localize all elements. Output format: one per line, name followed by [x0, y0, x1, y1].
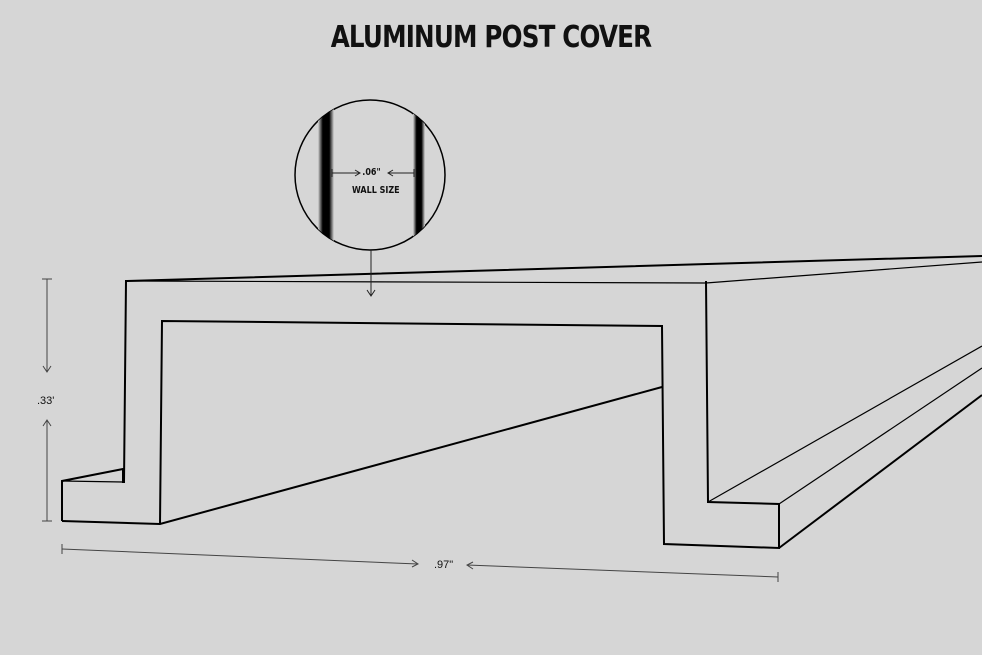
height-dimension-label: .33': [37, 395, 55, 407]
wall-dimension-label: .06": [362, 167, 381, 178]
dimension-lines: [42, 278, 779, 582]
width-dimension-label: .97": [434, 559, 454, 571]
wall-size-label: WALL SIZE: [351, 185, 400, 196]
wall-detail-magnifier: [294, 99, 446, 297]
profile-outline: [61, 255, 982, 550]
diagram-title: ALUMINUM POST COVER: [330, 20, 652, 55]
